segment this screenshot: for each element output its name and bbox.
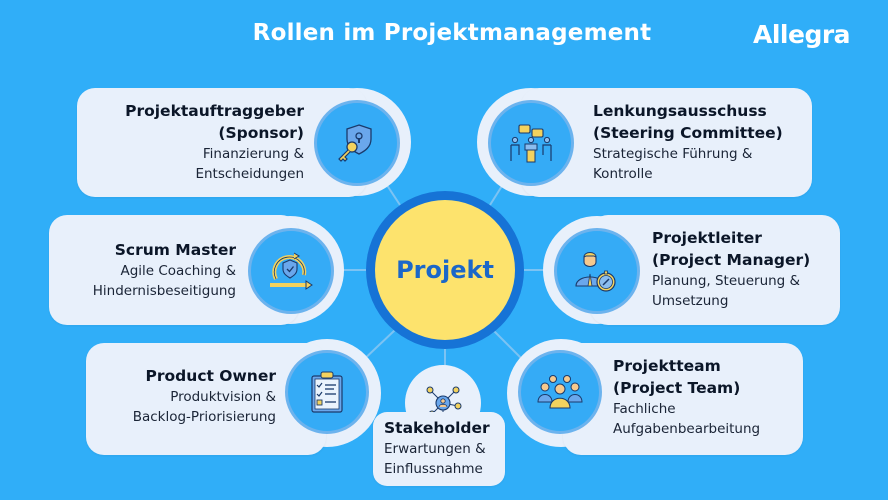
role-title: Product Owner: [145, 367, 276, 385]
role-description: Aufgabenbearbeitung: [613, 421, 761, 437]
role-description: Kontrolle: [593, 166, 653, 182]
page-title: Rollen im Projektmanagement: [0, 20, 888, 46]
center-label: Projekt: [396, 256, 494, 284]
meeting-table-icon: [510, 124, 552, 163]
center-node: Projekt: [375, 200, 515, 340]
role-title: (Project Manager): [652, 251, 811, 269]
role-description: Fachliche: [613, 401, 676, 417]
page-title-text: Rollen im Projektmanagement: [252, 20, 652, 46]
team-group-icon: [537, 375, 583, 409]
role-description: Finanzierung &: [202, 146, 304, 162]
role-title: Projektauftraggeber: [125, 102, 304, 120]
role-title: Scrum Master: [114, 241, 236, 259]
clipboard-checklist-icon: [311, 371, 343, 413]
role-card-sponsor: Projektauftraggeber (Sponsor) Finanzieru…: [77, 88, 367, 197]
role-title: (Sponsor): [218, 124, 304, 142]
allegra-logo: Allegra: [753, 20, 851, 49]
role-title: Projektteam: [613, 357, 721, 375]
agile-cycle-shield-icon: [270, 252, 313, 290]
steering-icon-circle: [488, 100, 574, 186]
manager-compass-icon: [575, 252, 616, 292]
role-description: Produktvision &: [170, 389, 276, 405]
role-title: Stakeholder: [384, 419, 490, 437]
role-description: Hindernisbeseitigung: [92, 283, 236, 299]
role-description: Planung, Steuerung &: [652, 273, 801, 289]
role-card-team: Projektteam (Project Team) Fachliche Auf…: [563, 343, 803, 455]
shield-key-icon: [338, 124, 372, 162]
role-description: Agile Coaching &: [120, 263, 236, 279]
role-description: Strategische Führung &: [593, 146, 753, 162]
role-description: Erwartungen &: [384, 441, 486, 457]
role-description: Einflussnahme: [384, 461, 483, 477]
role-card-stakeholder: Stakeholder Erwartungen & Einflussnahme: [373, 412, 505, 486]
scrum-icon-circle: [248, 228, 334, 314]
role-title: Projektleiter: [652, 229, 762, 247]
role-description: Entscheidungen: [195, 166, 304, 182]
role-title: Lenkungsausschuss: [593, 102, 767, 120]
role-title: (Project Team): [613, 379, 741, 397]
team-icon-circle: [518, 350, 602, 434]
po-icon-circle: [285, 350, 369, 434]
role-description: Umsetzung: [652, 293, 729, 309]
sponsor-icon-circle: [314, 100, 400, 186]
role-title: (Steering Committee): [593, 124, 783, 142]
role-description: Backlog-Priorisierung: [132, 409, 276, 425]
pm-icon-circle: [554, 228, 640, 314]
